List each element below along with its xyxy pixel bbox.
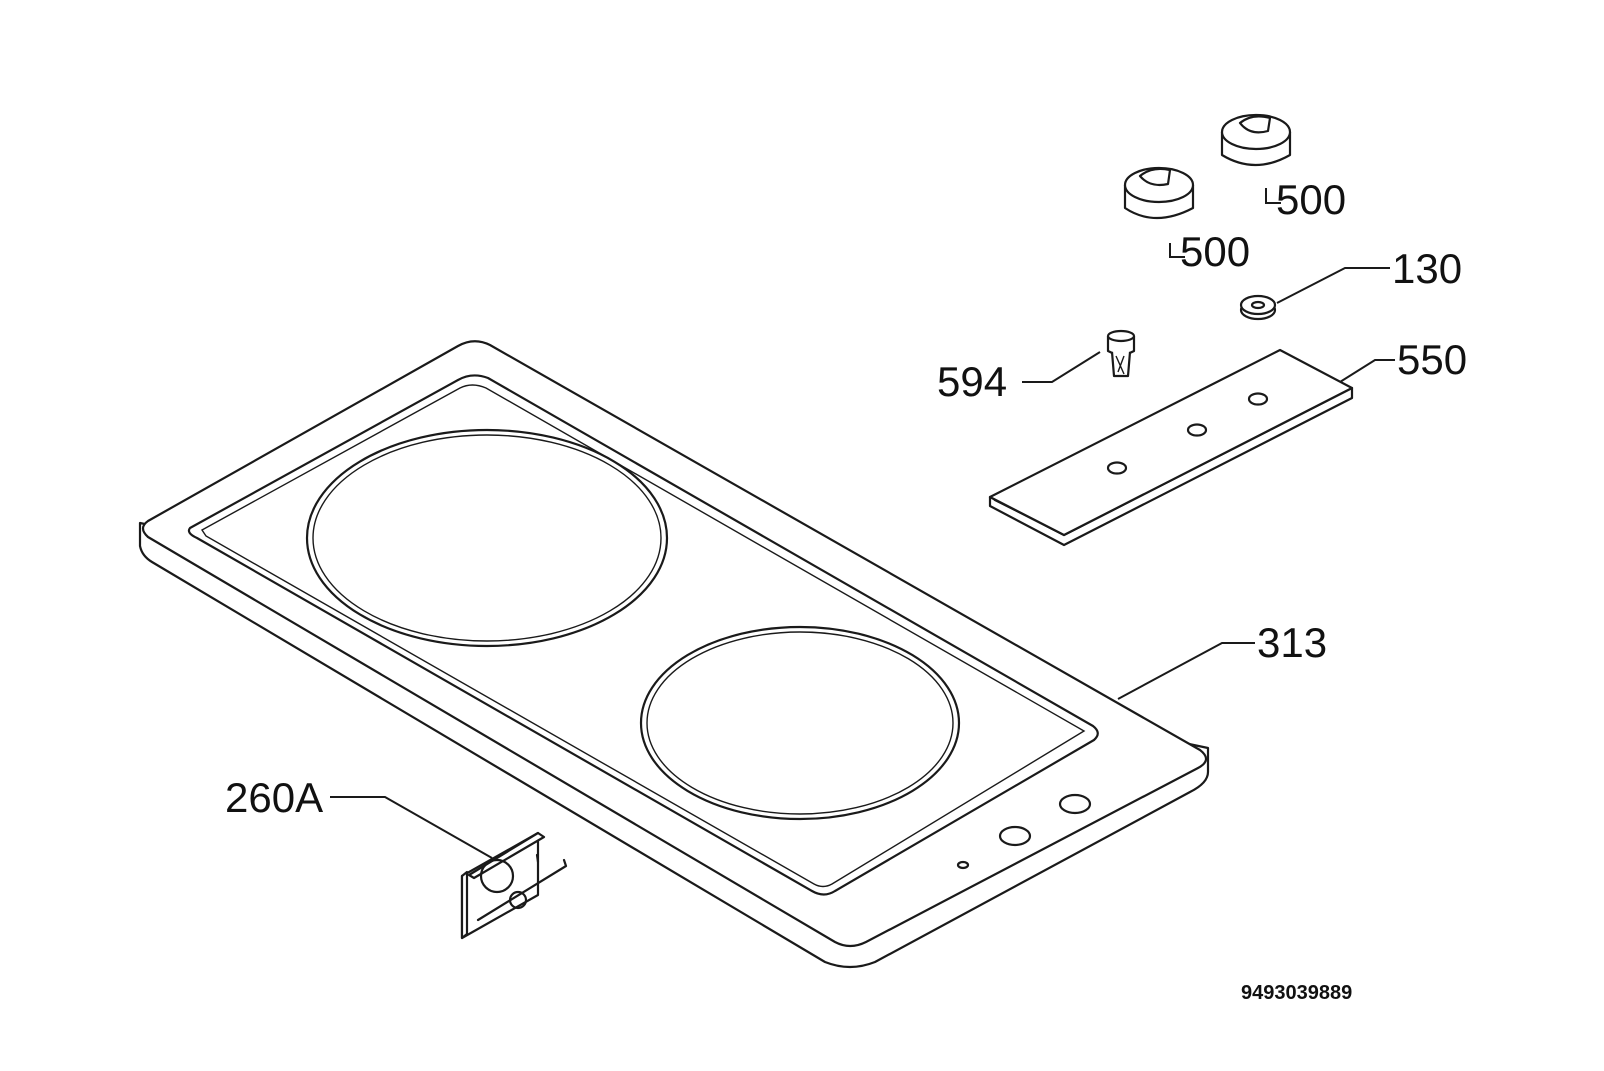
label-knob-front: 500 — [1180, 228, 1250, 275]
label-clip: 260A — [225, 774, 323, 821]
control-knob-front — [1123, 166, 1195, 219]
label-spring: 594 — [937, 358, 1007, 405]
leader-lines — [330, 188, 1395, 859]
label-panel: 550 — [1397, 336, 1467, 383]
document-number: 9493039889 — [1241, 982, 1352, 1004]
label-nut: 130 — [1392, 245, 1462, 292]
mounting-clip — [460, 831, 568, 940]
hob-ceramic-top — [138, 340, 1210, 969]
label-hob: 313 — [1257, 619, 1327, 666]
spring-pin — [1106, 329, 1136, 378]
nut — [1239, 294, 1277, 321]
label-knob-rear: 500 — [1276, 176, 1346, 223]
control-panel-strip — [988, 348, 1354, 547]
control-knob-rear — [1220, 113, 1292, 166]
